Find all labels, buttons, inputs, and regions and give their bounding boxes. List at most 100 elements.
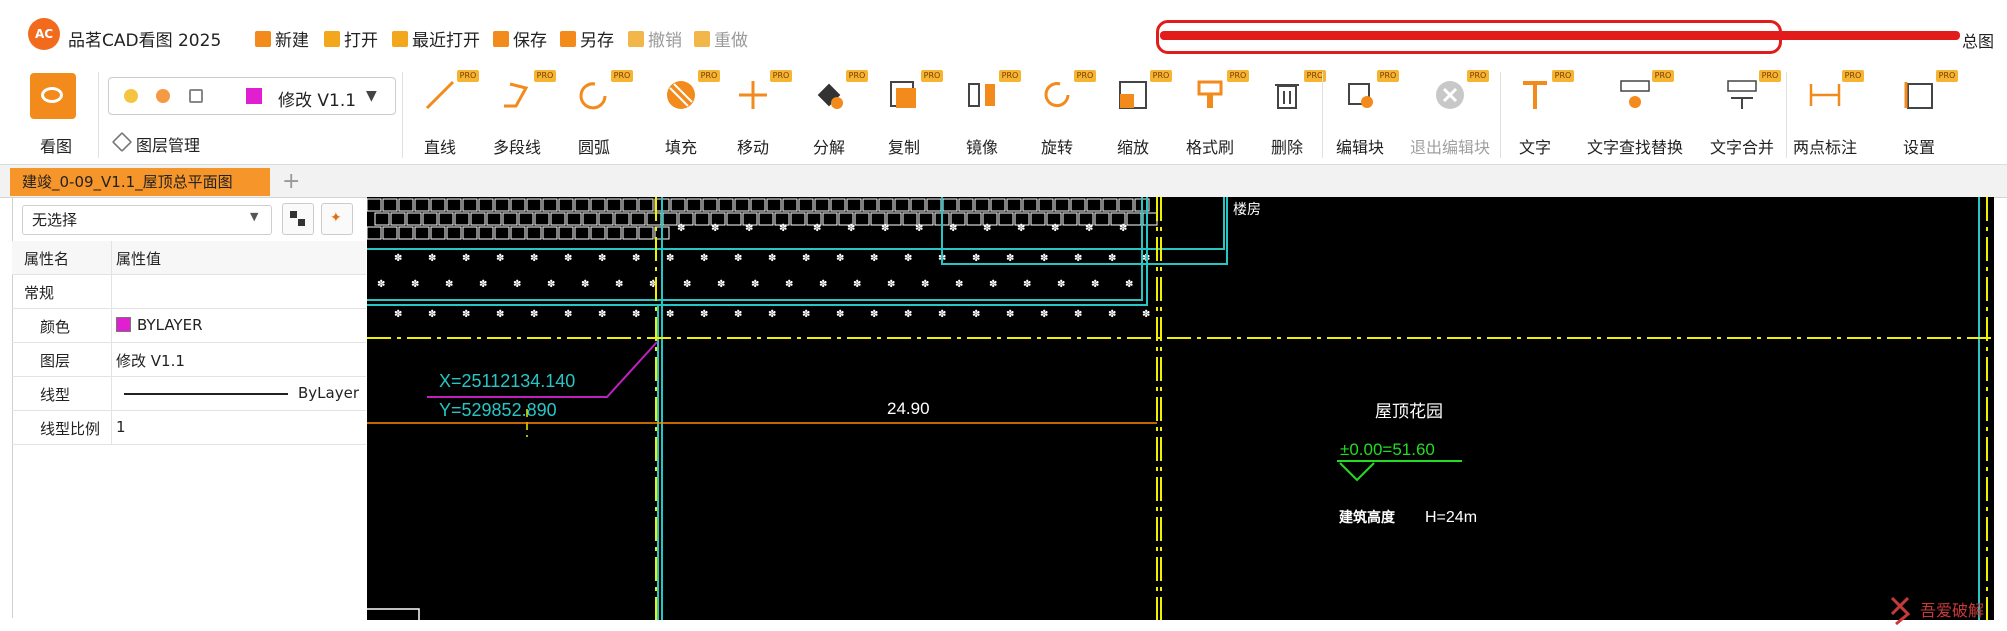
plant-symbol: ✽ <box>394 253 402 264</box>
brick-cell <box>542 198 558 212</box>
current-layer-name[interactable]: 修改 V1.1 <box>278 91 357 111</box>
brick-cell <box>614 212 630 226</box>
new-icon <box>255 30 271 47</box>
saveas-button[interactable]: 另存 <box>560 26 614 51</box>
pick-icon: ✦ <box>330 210 342 226</box>
brick-cell <box>454 212 470 226</box>
properties-header-row: 属性名 属性值 <box>12 241 366 275</box>
frame-corner <box>367 608 420 620</box>
brick-cell <box>694 212 710 226</box>
brick-cell <box>558 198 574 212</box>
settings-icon <box>1902 78 1936 112</box>
rotate-icon <box>1040 78 1074 112</box>
new-button[interactable]: 新建 <box>255 26 309 51</box>
save-button[interactable]: 保存 <box>493 26 547 51</box>
plant-symbol: ✽ <box>530 309 538 320</box>
plant-symbol: ✽ <box>666 309 674 320</box>
chevron-down-icon[interactable]: ▼ <box>250 210 259 223</box>
brick-cell <box>550 212 566 226</box>
view-button-label[interactable]: 看图 <box>40 137 73 156</box>
brick-cell <box>406 212 422 226</box>
property-value[interactable]: 1 <box>116 418 126 436</box>
property-value[interactable]: BYLAYER <box>116 316 203 334</box>
brick-cell <box>766 198 782 212</box>
tool-label: 删除 <box>1270 138 1303 157</box>
pro-badge: PRO <box>1936 70 1958 82</box>
brick-cell <box>566 212 582 226</box>
property-row-layer[interactable]: 图层 修改 V1.1 <box>12 343 366 377</box>
recent-button[interactable]: 最近打开 <box>392 26 480 51</box>
pick-select-button[interactable]: ✦ <box>321 203 353 235</box>
plant-symbol: ✽ <box>547 279 555 290</box>
property-row-color[interactable]: 颜色 BYLAYER <box>12 309 366 343</box>
chevron-down-icon[interactable]: ▼ <box>366 88 377 104</box>
pro-badge: PRO <box>457 70 479 82</box>
property-key: 线型比例 <box>40 420 101 438</box>
selection-value: 无选择 <box>32 211 78 229</box>
document-tab-bar <box>0 165 2007 198</box>
brick-cell <box>446 198 462 212</box>
selection-dropdown[interactable] <box>22 205 272 235</box>
pro-badge: PRO <box>698 70 720 82</box>
color-value: BYLAYER <box>137 316 203 334</box>
plant-symbol: ✽ <box>785 279 793 290</box>
add-tab-button[interactable]: + <box>282 169 301 194</box>
layer-color-swatch <box>246 88 262 104</box>
plant-symbol: ✽ <box>564 309 572 320</box>
redo-button[interactable]: 重做 <box>694 26 748 51</box>
drawing-canvas[interactable]: ✽✽✽✽✽✽✽✽✽✽✽✽✽✽✽✽✽✽✽✽✽✽✽✽✽✽✽✽✽✽✽✽✽✽✽✽✽✽✽✽… <box>367 197 1994 620</box>
brick-cell <box>590 198 606 212</box>
brick-cell <box>622 226 638 240</box>
plant-symbol: ✽ <box>1006 309 1014 320</box>
layer-manager-button[interactable]: 图层管理 <box>136 136 201 155</box>
document-tab-active[interactable]: 建竣_0-09_V1.1_屋顶总平面图 <box>10 168 270 196</box>
brick-cell <box>1086 198 1102 212</box>
coord-x-label: X=25112134.140 <box>439 371 575 391</box>
plant-symbol: ✽ <box>921 279 929 290</box>
plant-symbol: ✽ <box>1040 309 1048 320</box>
plant-symbol: ✽ <box>700 253 708 264</box>
property-value[interactable]: ByLayer <box>298 384 359 402</box>
plant-symbol: ✽ <box>632 309 640 320</box>
dimension-text: 24.90 <box>887 399 930 418</box>
quick-select-button[interactable] <box>282 203 314 235</box>
bulb-icon[interactable] <box>124 89 138 103</box>
tool-fill-button[interactable]: PRO 填充 <box>646 70 720 162</box>
plant-symbol: ✽ <box>428 253 436 264</box>
undo-button[interactable]: 撤销 <box>628 26 682 51</box>
trash-icon <box>1270 78 1304 112</box>
explode-icon <box>812 78 846 112</box>
property-row-linetype[interactable]: 线型 ByLayer <box>12 377 366 411</box>
tool-label: 填充 <box>664 138 697 157</box>
plant-symbol: ✽ <box>734 309 742 320</box>
property-row-linetype-scale[interactable]: 线型比例 1 <box>12 411 366 445</box>
unlock-icon[interactable] <box>189 89 203 103</box>
move-icon <box>736 78 770 112</box>
freeze-icon[interactable] <box>156 89 170 103</box>
view-eye-icon[interactable] <box>30 73 76 119</box>
brick-cell <box>462 198 478 212</box>
grid-icon <box>290 211 297 218</box>
open-button[interactable]: 打开 <box>324 26 378 51</box>
brick-cell <box>502 212 518 226</box>
cyan-boundary <box>367 197 1148 306</box>
property-value[interactable]: 修改 V1.1 <box>116 352 185 370</box>
